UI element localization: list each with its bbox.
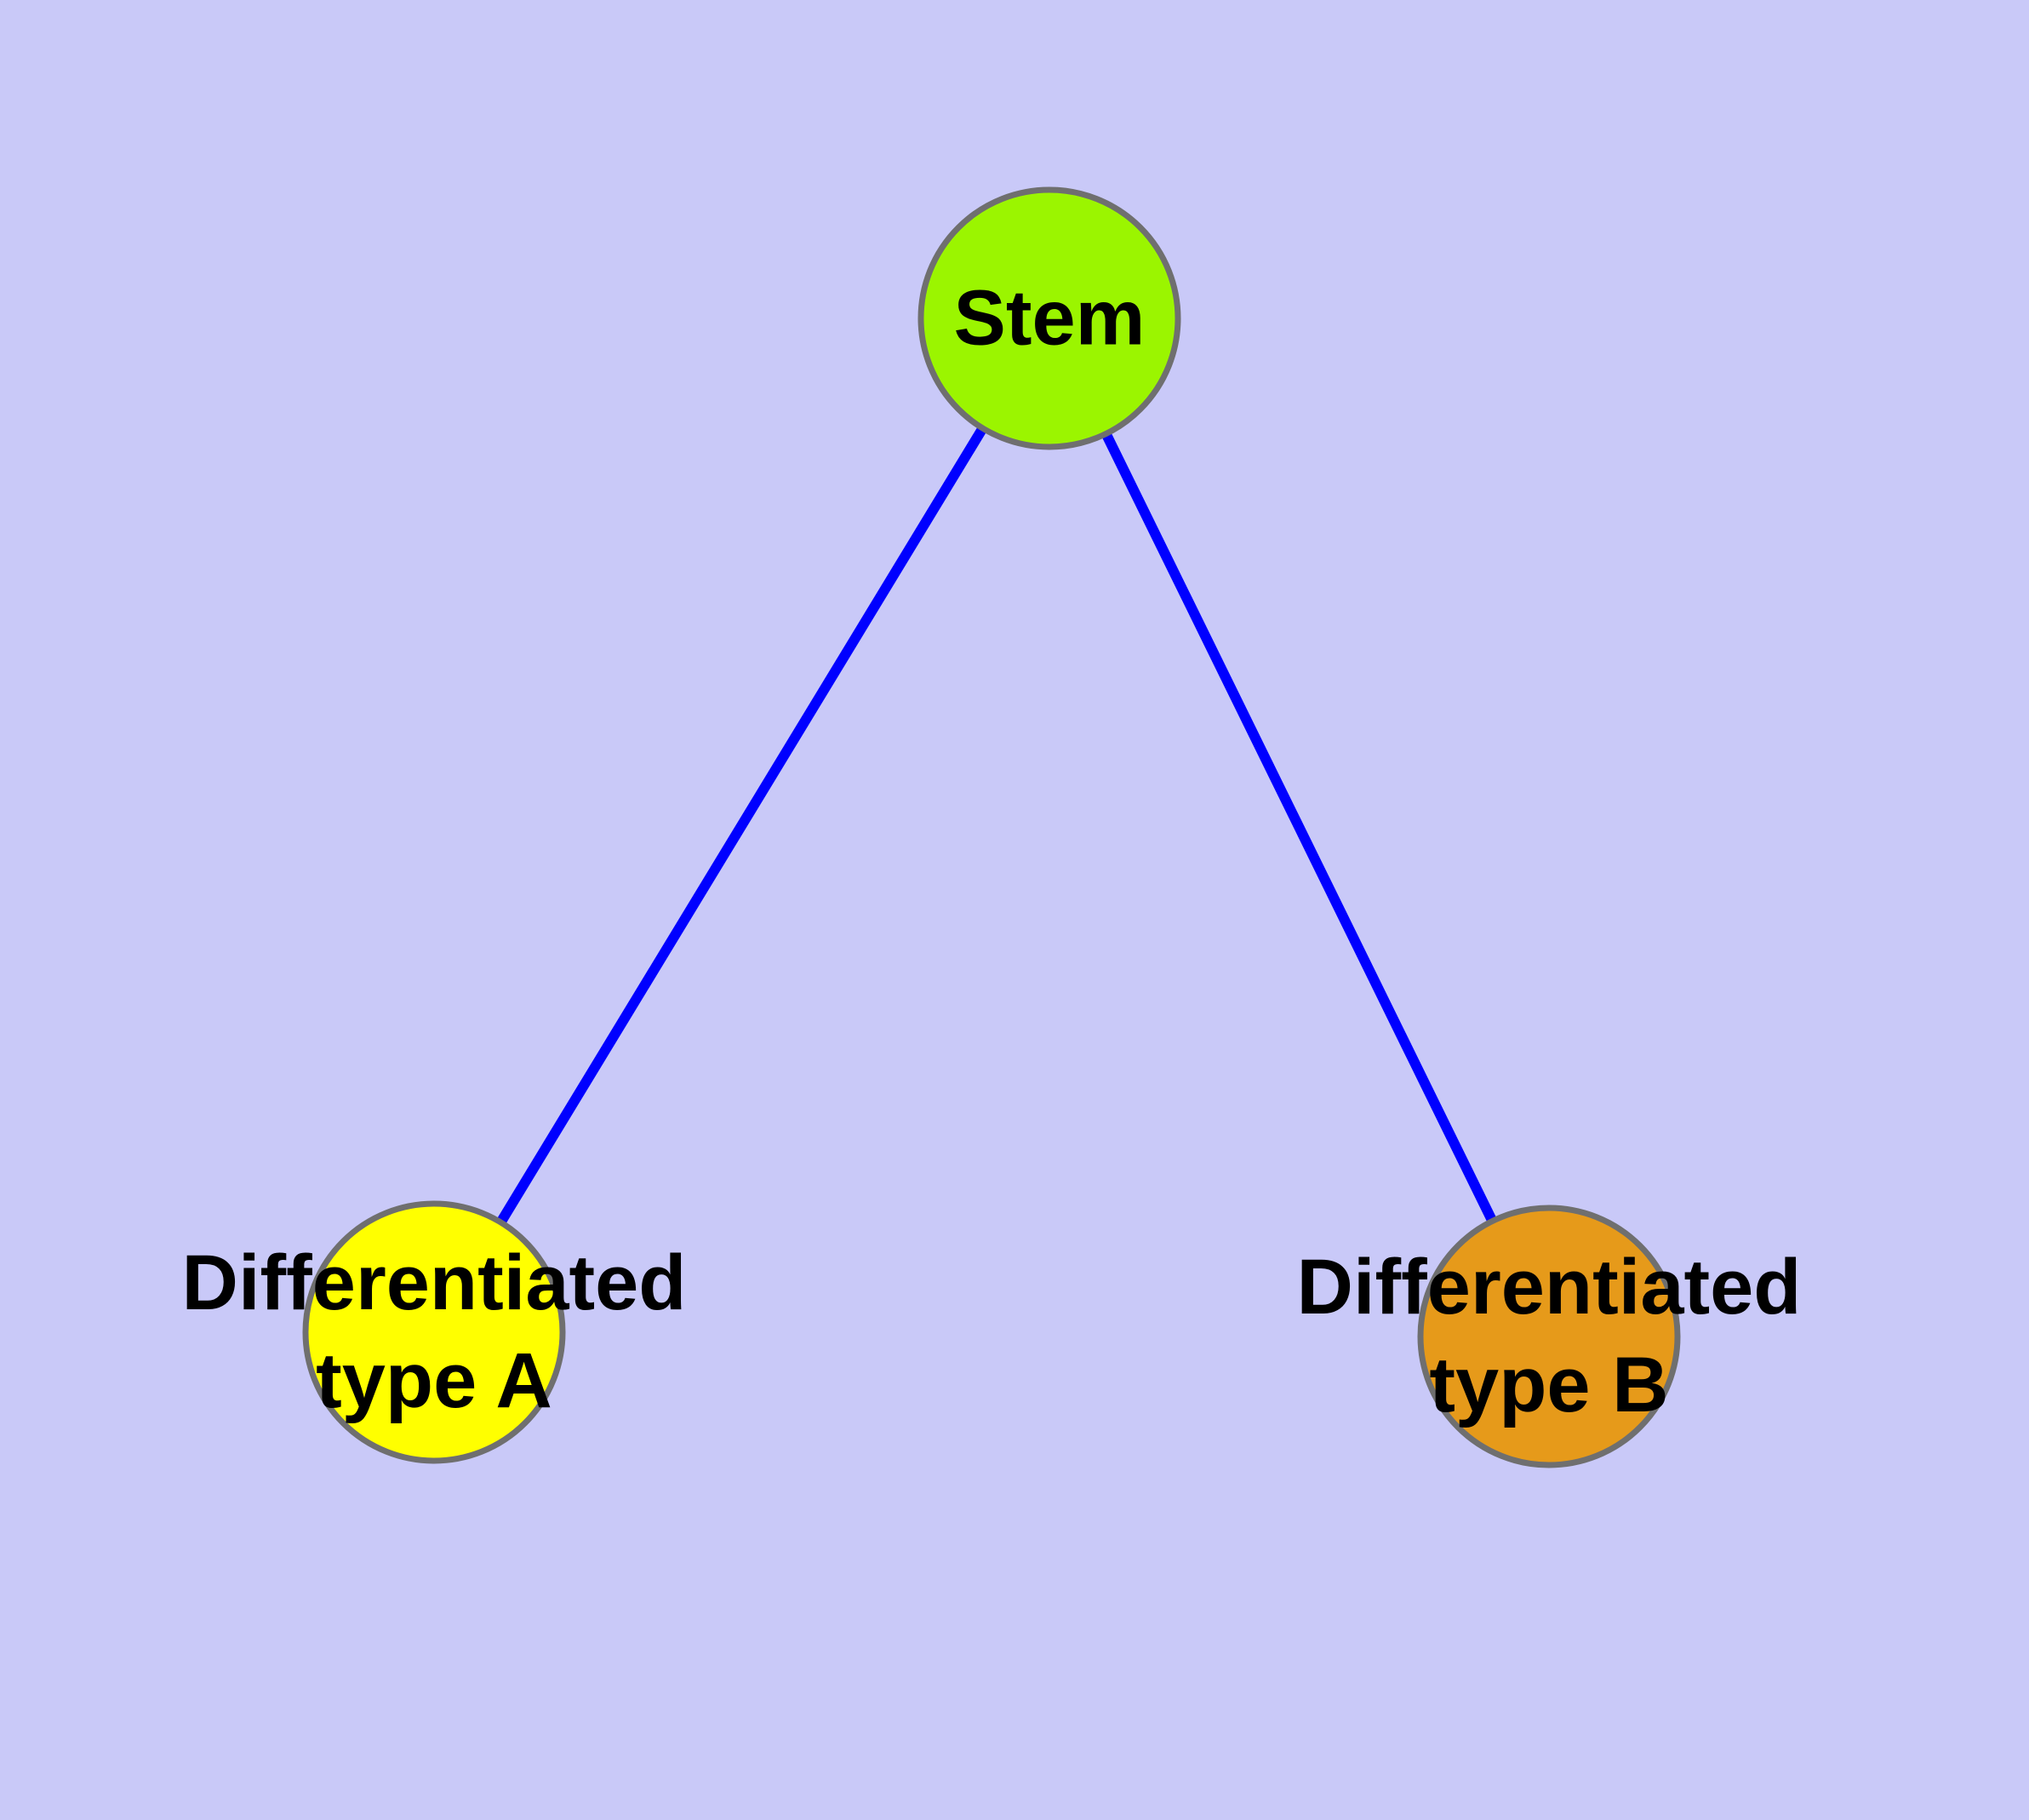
edge-stem-to-type-b	[1044, 316, 1554, 1339]
edge-stem-to-type-a	[429, 315, 1055, 1336]
node-differentiated-type-b	[1417, 1205, 1681, 1468]
node-differentiated-type-a	[302, 1200, 566, 1464]
node-stem	[917, 186, 1181, 450]
